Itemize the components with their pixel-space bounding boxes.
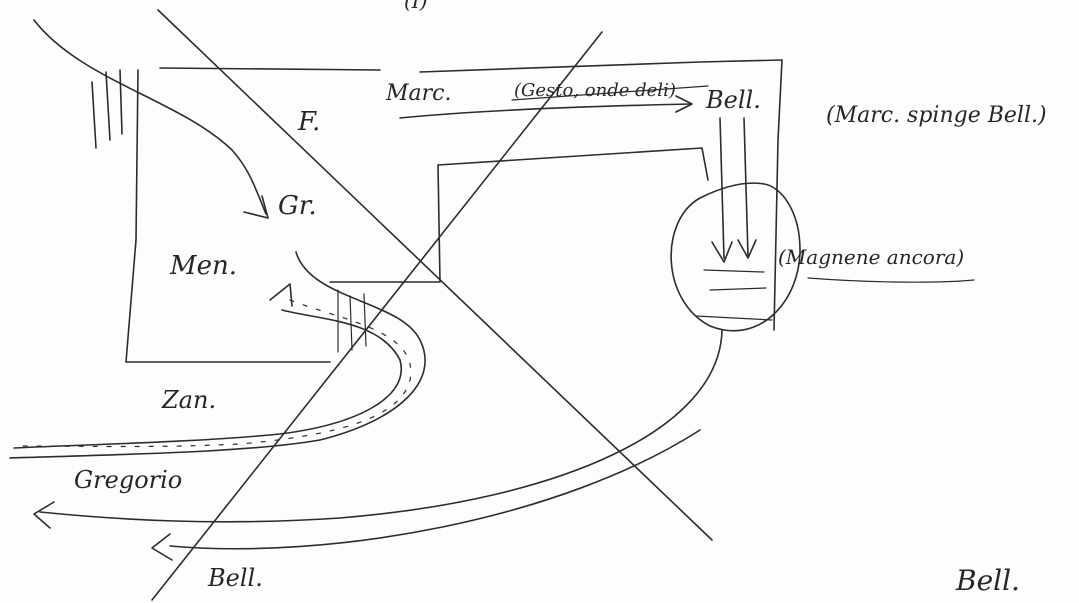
entry-path-arrowhead xyxy=(244,196,268,218)
right-outer-wall xyxy=(774,60,782,330)
door-ticks-center xyxy=(338,290,366,352)
exit-path-arrowhead xyxy=(34,502,54,528)
label-men: Men. xyxy=(169,251,237,281)
label-initials: Bell. xyxy=(955,564,1020,597)
label-bell-bottom: Bell. xyxy=(207,564,263,592)
label-f: F. xyxy=(297,107,320,137)
label-bell-top: Bell. xyxy=(705,86,761,114)
label-remains: (Magnene ancora) xyxy=(778,245,964,269)
gregorio-arrowhead xyxy=(270,284,292,306)
push-arrow-2 xyxy=(738,118,756,258)
label-marc-pushes: (Marc. spinge Bell.) xyxy=(826,103,1047,128)
bell-return-arrowhead xyxy=(152,534,172,560)
gregorio-path-hatching xyxy=(20,300,411,447)
entry-path-arrow xyxy=(34,20,266,214)
top-fragment: (I) xyxy=(404,0,428,13)
label-marc: Marc. xyxy=(385,81,451,106)
top-wall xyxy=(160,60,782,72)
label-gr: Gr. xyxy=(278,191,317,221)
marc-arrow xyxy=(400,104,690,118)
label-gregorio: Gregorio xyxy=(74,466,182,494)
inner-block xyxy=(330,148,708,282)
label-zan: Zan. xyxy=(161,386,216,414)
marker-lines xyxy=(704,270,766,290)
remains-underline xyxy=(808,278,974,282)
label-marc-note: (Gesto, onde deli) xyxy=(514,80,676,101)
circle-inner-line xyxy=(696,316,772,320)
push-arrow-1 xyxy=(712,118,732,262)
gregorio-path-inner xyxy=(10,252,425,458)
